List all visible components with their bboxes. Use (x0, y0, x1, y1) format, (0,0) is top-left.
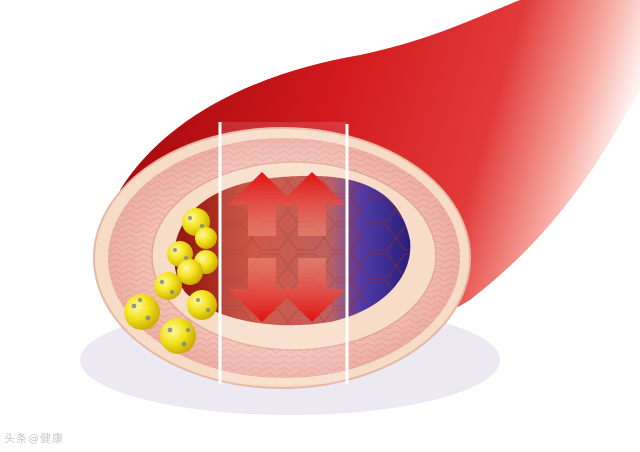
arrow-down-left (228, 258, 296, 322)
plaque-particle (154, 272, 182, 300)
plaque-particle (160, 318, 196, 354)
plaque-particles (124, 208, 218, 354)
watermark: 头条@健康 (4, 432, 64, 445)
plaque-particle (195, 227, 217, 249)
arrow-up-right (278, 172, 346, 236)
arrow-down-right (278, 258, 346, 322)
plaque-particle (187, 290, 217, 320)
arrow-up-left (228, 172, 296, 236)
plaque-particle (177, 259, 203, 285)
cutaway-window (220, 122, 347, 384)
plaque-particle (124, 294, 160, 330)
pressure-arrows (228, 172, 346, 322)
